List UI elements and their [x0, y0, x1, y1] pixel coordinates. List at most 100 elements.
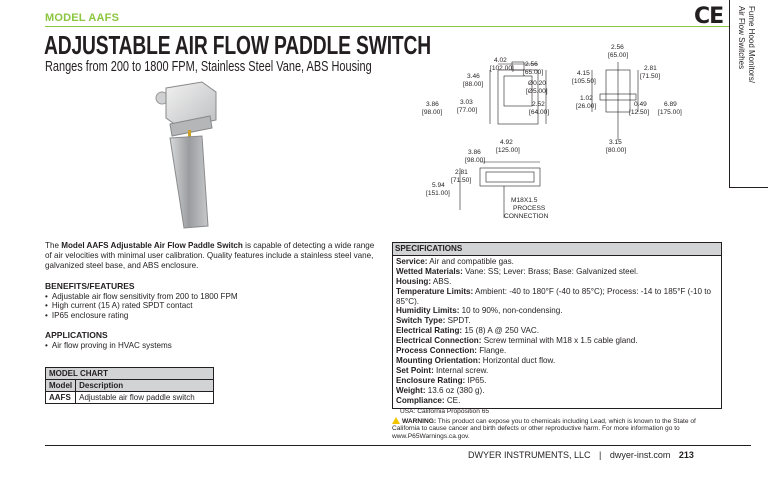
prop65-text: WARNING: This product can expose you to …: [392, 416, 724, 441]
dim-side-a-mm: [105.50]: [572, 78, 596, 85]
spec-row: Electrical Connection: Screw terminal wi…: [396, 336, 718, 346]
applications-list: Air flow proving in HVAC systems: [45, 341, 380, 351]
intro-product-name: Model AAFS Adjustable Air Flow Paddle Sw…: [61, 241, 243, 250]
footer-website-link[interactable]: dwyer-inst.com: [609, 450, 671, 460]
model-tag: MODEL AAFS: [45, 12, 120, 24]
list-item: Air flow proving in HVAC systems: [45, 341, 380, 351]
intro-post: is capable of detecting a wide range of …: [45, 241, 375, 271]
dim-bot-c-mm: [71.50]: [451, 177, 471, 184]
intro-pre: The: [45, 241, 62, 250]
dim-side-b-mm: [71.50]: [640, 73, 660, 80]
page-footer: DWYER INSTRUMENTS, LLC | dwyer-inst.com …: [468, 450, 694, 460]
dim-left-a: 3.86: [426, 101, 439, 108]
spec-label: Switch Type:: [396, 316, 446, 326]
spec-row: Process Connection: Flange.: [396, 346, 718, 356]
dim-side-c-mm: [26.00]: [576, 103, 596, 110]
description-block: The Model AAFS Adjustable Air Flow Paddl…: [45, 241, 380, 351]
spec-value: CE.: [444, 395, 461, 405]
specifications-box: SPECIFICATIONS Service: Air and compatib…: [392, 242, 722, 409]
dim-left-a-mm: [98.00]: [422, 109, 442, 116]
intro-paragraph: The Model AAFS Adjustable Air Flow Paddl…: [45, 241, 380, 272]
spec-row: Weight: 13.6 oz (380 g).: [396, 386, 718, 396]
dim-side-b: 2.81: [644, 65, 657, 72]
spec-value: IP65.: [465, 375, 487, 385]
spec-label: Electrical Connection:: [396, 336, 482, 346]
dim-top-b-mm: [65.00]: [523, 69, 543, 76]
spec-value: 13.6 oz (380 g).: [425, 385, 485, 395]
prop65-title: USA: California Proposition 65: [400, 408, 490, 415]
dim-side-f-mm: [80.00]: [606, 147, 626, 154]
footer-separator: |: [599, 450, 602, 460]
spec-label: Process Connection:: [396, 346, 477, 356]
dim-left-b: 3.03: [460, 99, 473, 106]
spec-label: Enclosure Rating:: [396, 375, 466, 385]
process-connection-label-2: CONNECTION: [504, 213, 549, 220]
side-tab-line2: Air Flow Switches: [737, 6, 746, 70]
dim-top-c-mm: [88.00]: [463, 81, 483, 88]
dim-side-c: 1.02: [580, 95, 593, 102]
dim-side-d-mm: [12.50]: [629, 109, 649, 116]
footer-company: DWYER INSTRUMENTS, LLC: [468, 450, 591, 460]
benefits-heading: BENEFITS/FEATURES: [45, 280, 135, 291]
spec-row: Electrical Rating: 15 (8) A @ 250 VAC.: [396, 326, 718, 336]
spec-label: Wetted Materials:: [396, 266, 463, 276]
spec-value: Ambient: -40 to 180°F (-40 to 85°C); Pro…: [396, 286, 712, 306]
dim-bot-b: 3.86: [468, 149, 481, 156]
side-tab-line1: Fume Hood Monitors/: [747, 6, 756, 83]
process-connection-thread: M18X1.5: [511, 197, 538, 204]
applications-heading: APPLICATIONS: [45, 330, 108, 340]
spec-label: Weight:: [396, 385, 426, 395]
spec-value: Screw terminal with M18 x 1.5 cable glan…: [481, 336, 638, 346]
dim-side-e-mm: [175.00]: [658, 109, 682, 116]
spec-row: Wetted Materials: Vane: SS; Lever: Brass…: [396, 267, 718, 277]
side-section-tab[interactable]: Fume Hood Monitors/ Air Flow Switches: [729, 0, 768, 188]
spec-value: Air and compatible gas.: [427, 256, 514, 266]
spec-label: Temperature Limits:: [396, 286, 474, 296]
list-item: High current (15 A) rated SPDT contact: [45, 301, 380, 311]
spec-row: Temperature Limits: Ambient: -40 to 180°…: [396, 287, 718, 307]
dim-side-a: 4.15: [577, 70, 590, 77]
dim-right-a: 2.52: [532, 101, 545, 108]
dim-side-d: 0.49: [634, 101, 647, 108]
model-chart-caption: MODEL CHART: [44, 367, 215, 380]
cell-description: Adjustable air flow paddle switch: [75, 391, 215, 404]
dim-side-f: 3.15: [609, 139, 622, 146]
bottom-view-drawing: [459, 161, 541, 218]
front-view-drawing: [489, 61, 547, 125]
page-title: ADJUSTABLE AIR FLOW PADDLE SWITCH: [44, 30, 432, 60]
dim-side-e: 6.89: [664, 101, 677, 108]
spec-row: Housing: ABS.: [396, 277, 718, 287]
spec-row: Enclosure Rating: IP65.: [396, 376, 718, 386]
dim-bot-a: 4.92: [500, 139, 513, 146]
spec-value: 15 (8) A @ 250 VAC.: [462, 326, 540, 336]
warning-triangle-icon: [392, 416, 400, 424]
dim-bot-d: 5.94: [432, 182, 445, 189]
warning-label: WARNING:: [402, 417, 437, 425]
spec-value: Flange.: [476, 346, 507, 356]
spec-label: Electrical Rating:: [396, 326, 463, 336]
dim-bot-b-mm: [98.00]: [465, 157, 485, 164]
spec-row: Humidity Limits: 10 to 90%, non-condensi…: [396, 306, 718, 316]
spec-label: Mounting Orientation:: [396, 355, 481, 365]
prop65-warning: USA: California Proposition 65 WARNING: …: [392, 408, 724, 440]
footer-divider: [45, 445, 751, 446]
list-item: IP65 enclosure rating: [45, 311, 380, 321]
dim-top-a: 4.02: [494, 57, 507, 64]
spec-value: ABS.: [431, 276, 452, 286]
spec-value: 10 to 90%, non-condensing.: [459, 306, 563, 316]
cell-model: AAFS: [44, 391, 77, 404]
product-photo: [155, 81, 217, 229]
process-connection-label-1: PROCESS: [513, 205, 546, 212]
dim-top-b: 2.56: [525, 61, 538, 68]
dim-top-d-mm: [Ø5.00]: [526, 88, 548, 95]
dim-side-top: 2.56: [611, 44, 624, 51]
column-header-description: Description: [75, 379, 215, 392]
dim-top-c: 3.46: [467, 73, 480, 80]
spec-label: Humidity Limits:: [396, 306, 460, 316]
spec-value: Horizontal duct flow.: [480, 355, 556, 365]
header-divider: [45, 26, 729, 27]
ce-mark-logo: CE: [694, 4, 724, 29]
specifications-body: Service: Air and compatible gas. Wetted …: [393, 256, 721, 408]
spec-label: Set Point:: [396, 365, 434, 375]
table-row: AAFS Adjustable air flow paddle switch: [44, 391, 215, 404]
